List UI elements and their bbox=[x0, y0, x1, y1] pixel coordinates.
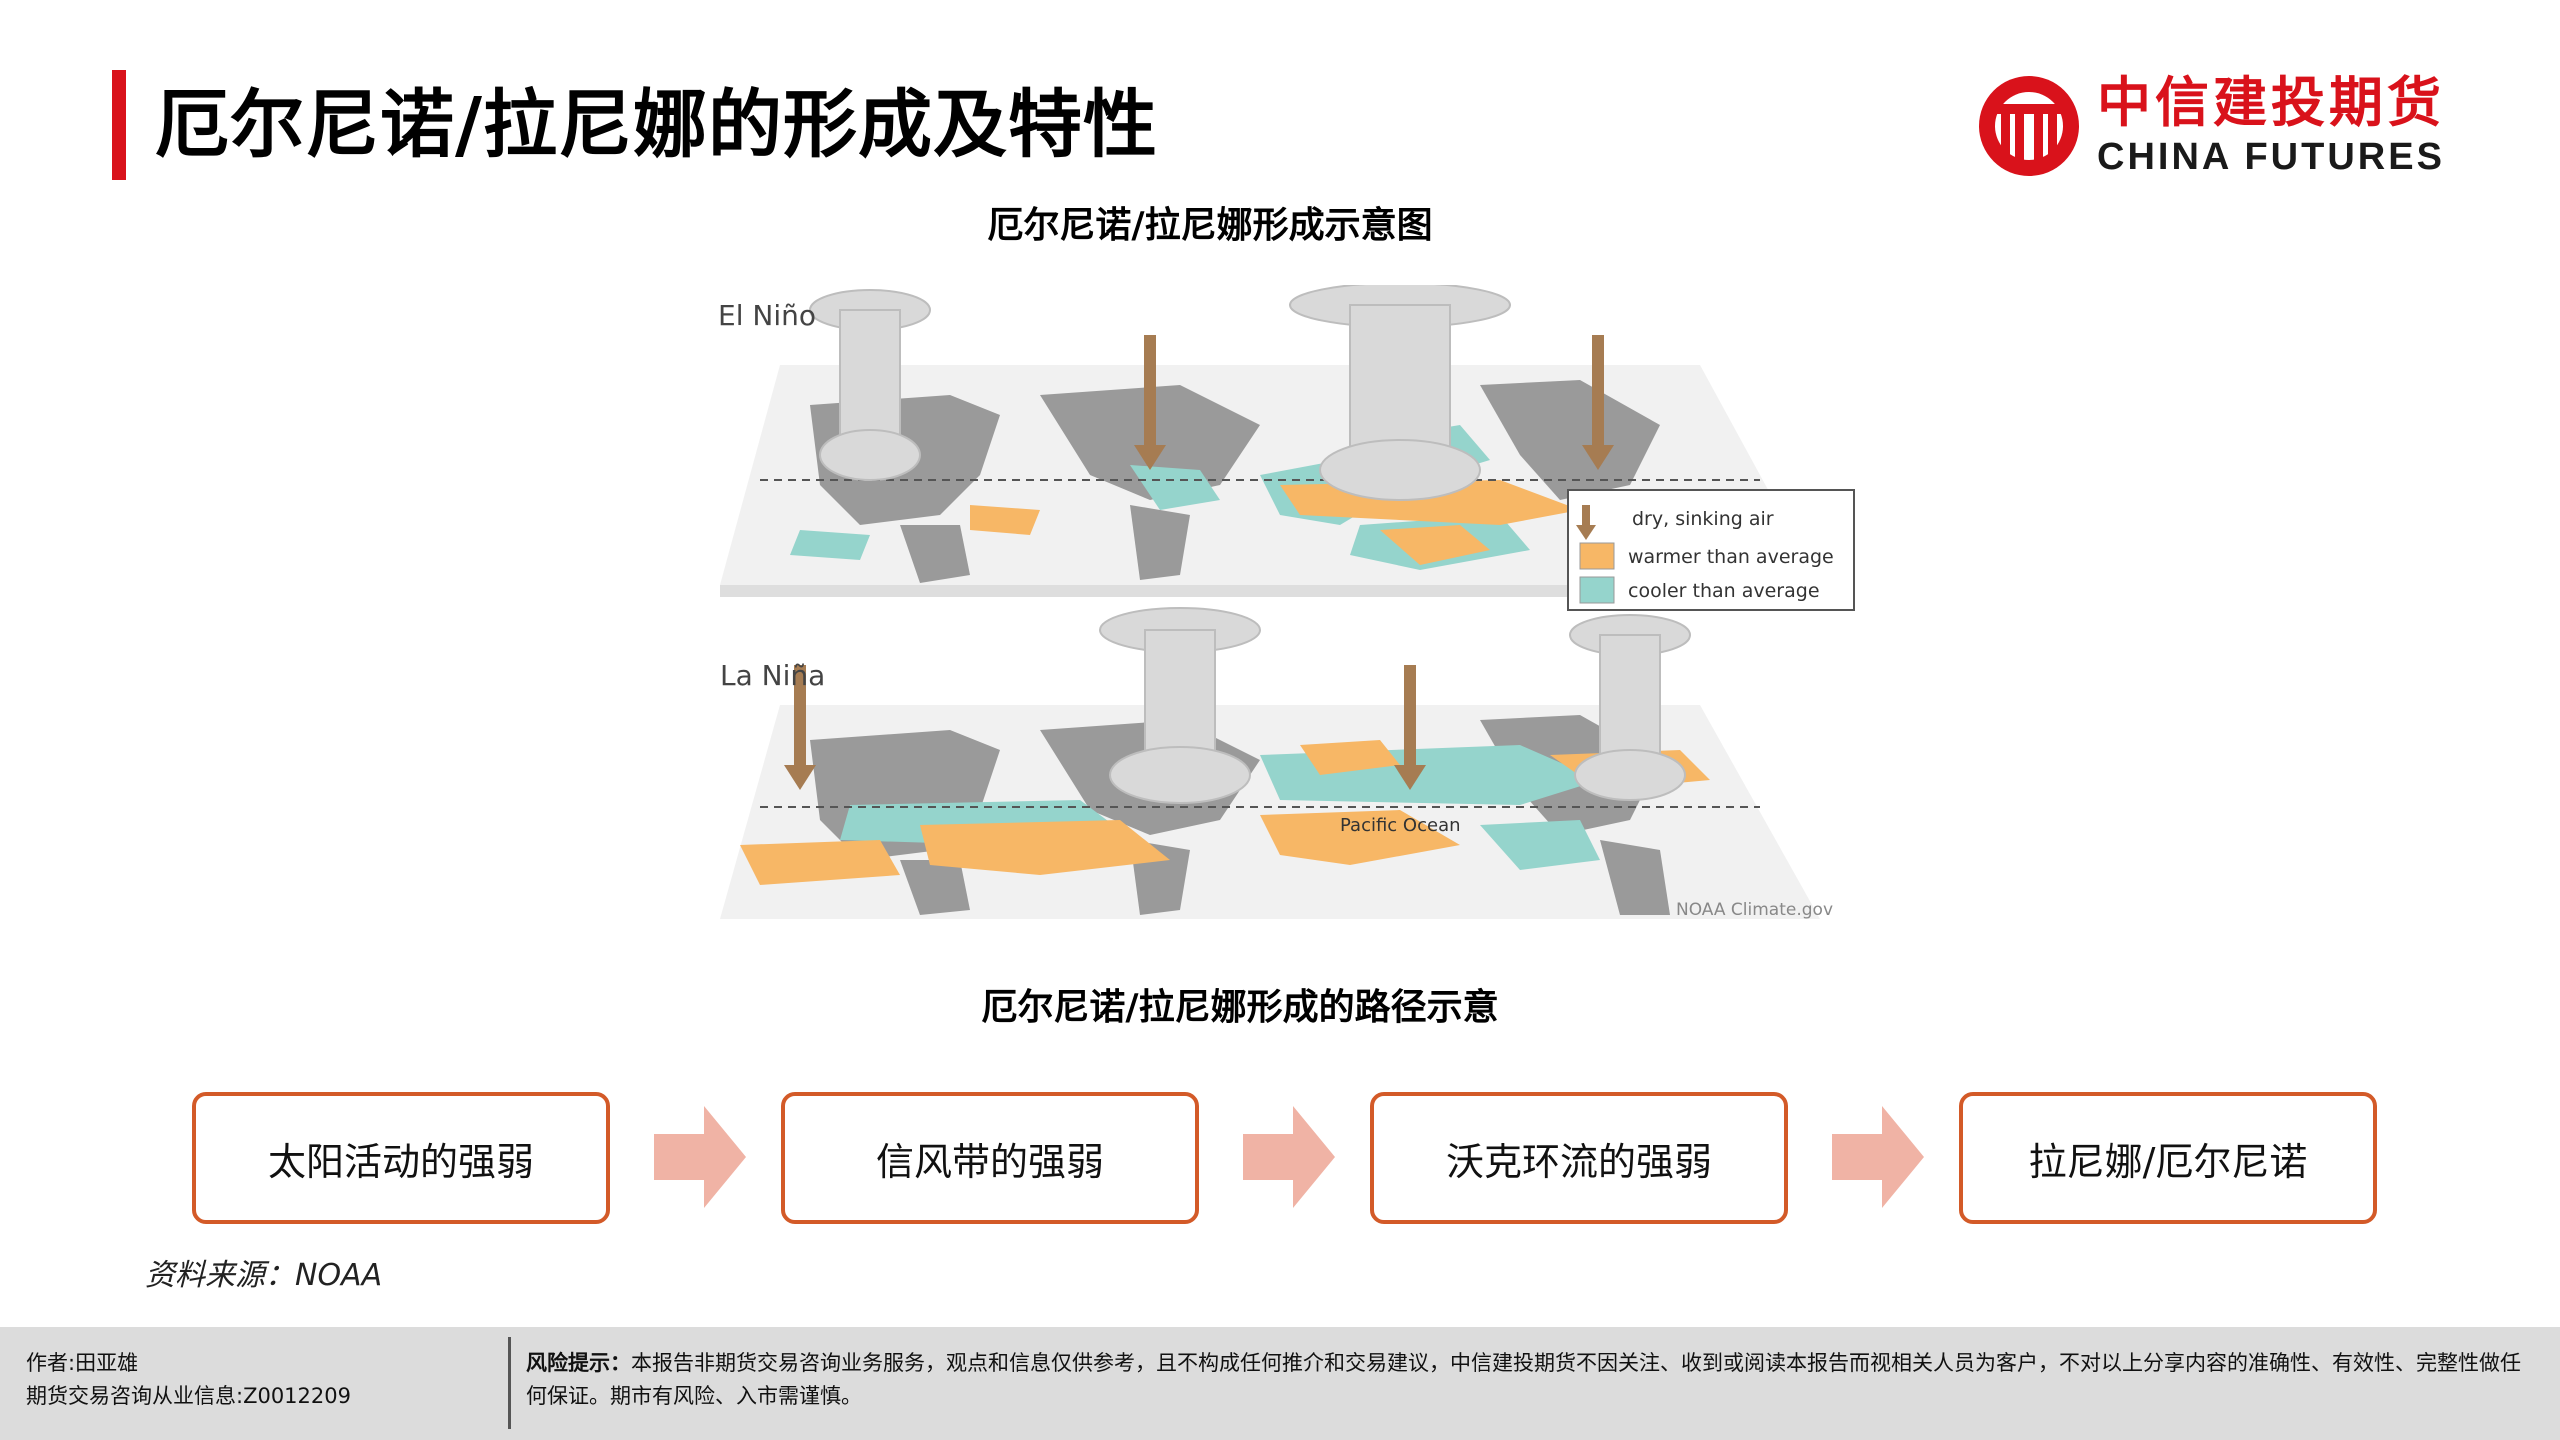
flow-arrow-icon bbox=[1832, 1106, 1924, 1208]
legend: dry, sinking air warmer than average coo… bbox=[1567, 489, 1855, 611]
flow-arrow-icon bbox=[654, 1106, 746, 1208]
footer-author-info: 作者:田亚雄 期货交易咨询从业信息:Z0012209 bbox=[26, 1347, 351, 1413]
flow-step-3: 沃克环流的强弱 bbox=[1370, 1092, 1788, 1224]
la-nina-label: La Niña bbox=[720, 659, 825, 692]
sinking-arrow-icon bbox=[1582, 505, 1590, 531]
source-note: 资料来源：NOAA bbox=[145, 1258, 383, 1293]
el-nino-cloud-left bbox=[809, 289, 931, 481]
footer-license: 期货交易咨询从业信息:Z0012209 bbox=[26, 1384, 351, 1408]
title-accent-bar bbox=[112, 70, 126, 180]
el-nino-label: El Niño bbox=[718, 299, 816, 332]
el-nino-cloud-right bbox=[1289, 285, 1511, 501]
el-nino-la-nina-diagram: El Niño dry, sinking air warmer than ave… bbox=[718, 285, 1855, 920]
pacific-ocean-label: Pacific Ocean bbox=[1340, 815, 1461, 836]
logo-chinese-name: 中信建投期货 bbox=[2097, 71, 2445, 134]
legend-cooler: cooler than average bbox=[1628, 580, 1820, 602]
flow-step-2: 信风带的强弱 bbox=[781, 1092, 1199, 1224]
footer-author: 作者:田亚雄 bbox=[26, 1351, 139, 1375]
la-nina-cloud-center bbox=[1099, 607, 1261, 804]
company-logo: 中信建投期货 CHINA FUTURES bbox=[1975, 68, 2445, 186]
page-title: 厄尔尼诺/拉尼娜的形成及特性 bbox=[155, 82, 1159, 168]
la-nina-sinking-arrows bbox=[784, 665, 1426, 790]
footer-risk-notice: 风险提示：本报告非期货交易咨询业务服务，观点和信息仅供参考，且不构成任何推介和交… bbox=[526, 1347, 2526, 1413]
footer: 作者:田亚雄 期货交易咨询从业信息:Z0012209 风险提示：本报告非期货交易… bbox=[0, 1327, 2560, 1440]
la-nina-cloud-right bbox=[1569, 614, 1691, 801]
citic-logo-icon bbox=[1979, 76, 2079, 176]
flow-title: 厄尔尼诺/拉尼娜形成的路径示意 bbox=[981, 987, 1499, 1028]
footer-divider bbox=[508, 1337, 511, 1429]
figure-title: 厄尔尼诺/拉尼娜形成示意图 bbox=[987, 205, 1433, 246]
el-nino-sinking-arrows bbox=[1134, 335, 1614, 470]
flow-step-1: 太阳活动的强弱 bbox=[192, 1092, 610, 1224]
legend-sinking: dry, sinking air bbox=[1632, 508, 1774, 530]
risk-text: 本报告非期货交易咨询业务服务，观点和信息仅供参考，且不构成任何推介和交易建议，中… bbox=[526, 1351, 2521, 1408]
flow-step-4: 拉尼娜/厄尔尼诺 bbox=[1959, 1092, 2377, 1224]
logo-english-name: CHINA FUTURES bbox=[2097, 136, 2445, 178]
flow-arrow-icon bbox=[1243, 1106, 1335, 1208]
legend-warmer: warmer than average bbox=[1628, 546, 1834, 568]
risk-label: 风险提示： bbox=[526, 1351, 631, 1375]
figure-credit: NOAA Climate.gov bbox=[1676, 900, 1833, 920]
